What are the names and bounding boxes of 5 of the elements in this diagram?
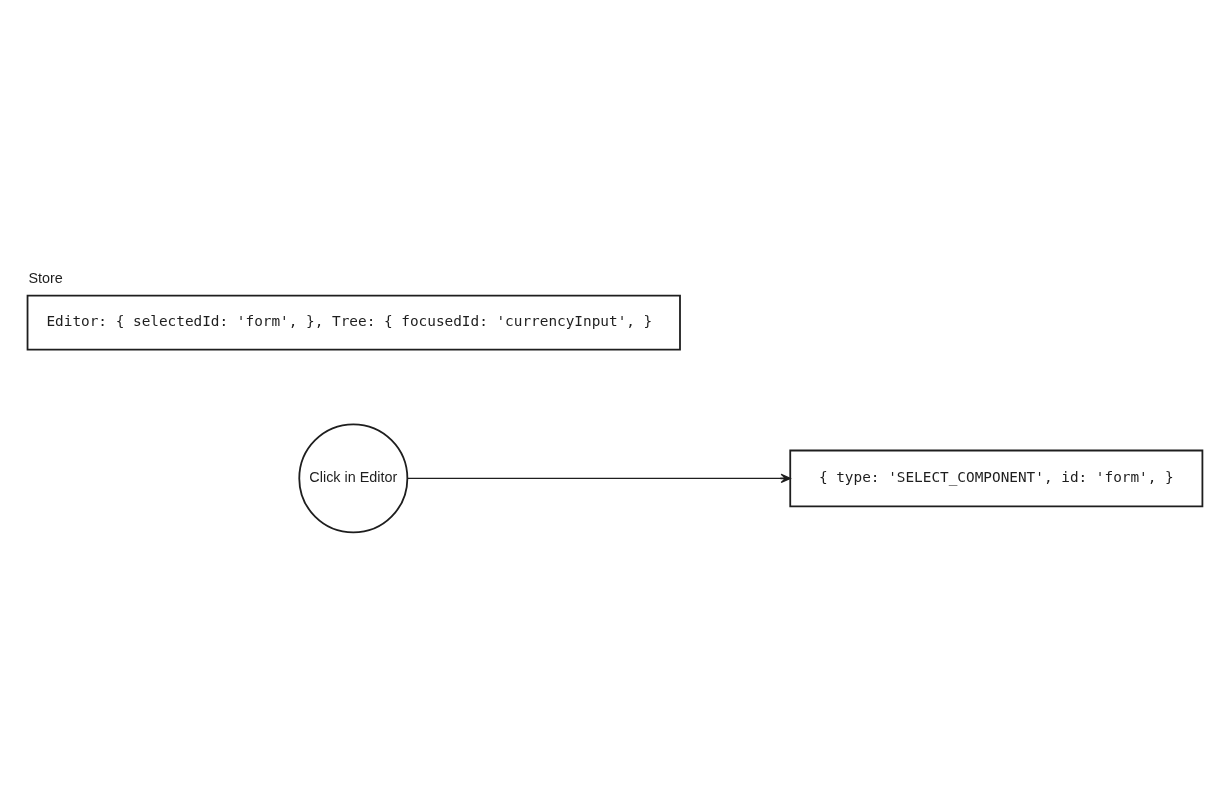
node-box: Editor: { selectedId: 'form', }, Tree: { focusedId: 'currencyInput', } xyxy=(26,294,681,351)
arrow xyxy=(406,473,791,483)
node-label: Store xyxy=(28,269,63,286)
node-circle: Click in Editor xyxy=(298,422,409,533)
node-box: { type: 'SELECT_COMPONENT', id: 'form', } xyxy=(789,449,1204,507)
